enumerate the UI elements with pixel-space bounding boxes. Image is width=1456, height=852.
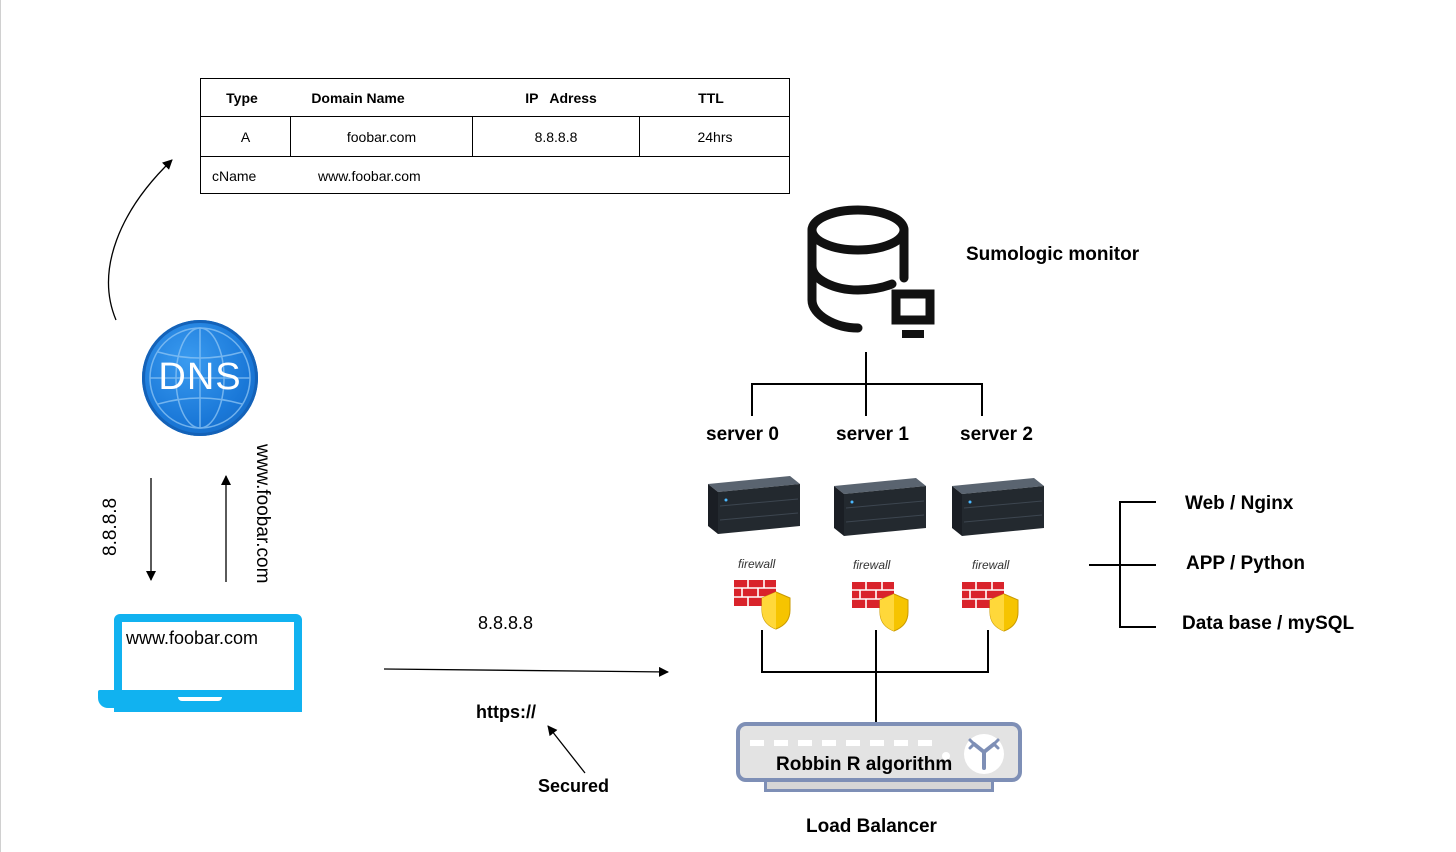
dns-globe-icon: DNS	[142, 320, 258, 436]
header-domain-name: Domain Name	[311, 89, 405, 106]
firewall-2-label: firewall	[972, 558, 1010, 572]
cell-ttl: 24hrs	[697, 128, 733, 145]
dns-request-label: www.foobar.com	[252, 444, 273, 584]
cell-type: cName	[212, 167, 257, 184]
load-balancer-caption: Load Balancer	[806, 816, 937, 837]
lb-algorithm-label: Robbin R algorithm	[776, 754, 953, 775]
secured-arrow	[547, 725, 586, 774]
header-ttl: TTL	[698, 89, 724, 106]
lb-port	[846, 740, 860, 746]
lb-port	[774, 740, 788, 746]
split-arrows-icon	[964, 734, 1004, 774]
laptop-notch	[178, 697, 222, 701]
laptop-url: www.foobar.com	[126, 628, 259, 648]
stack-web: Web / Nginx	[1185, 493, 1294, 514]
request-ip-label: 8.8.8.8	[478, 613, 534, 633]
firewall-0-label: firewall	[738, 557, 776, 571]
server-rack-icon	[952, 478, 1044, 536]
secured-label: Secured	[538, 776, 610, 796]
monitor-label: Sumologic monitor	[966, 244, 1140, 265]
request-arrow	[383, 666, 669, 677]
globe-lines	[149, 327, 251, 429]
header-ip-address: IP Adress	[525, 89, 597, 106]
lb-port	[822, 740, 836, 746]
lb-indicator	[942, 752, 950, 760]
canvas-left-border	[0, 0, 1, 852]
dns-response-label: 8.8.8.8	[100, 497, 121, 556]
dns-to-table-arrow	[107, 159, 173, 321]
dns-label: DNS	[158, 356, 242, 398]
server-rack-icon	[834, 478, 926, 536]
table-row: A foobar.com 8.8.8.8 24hrs	[201, 117, 789, 157]
cell-domain: foobar.com	[291, 117, 473, 156]
load-balancer-base	[764, 780, 994, 792]
table-row: cName www.foobar.com	[201, 157, 789, 194]
database-monitor-icon	[807, 205, 935, 338]
firewall-icon	[852, 582, 909, 632]
server-0-label: server 0	[706, 424, 779, 445]
stack-app: APP / Python	[1186, 553, 1305, 574]
header-type: Type	[226, 89, 258, 106]
table-header-row: Type Domain Name IP Adress TTL	[201, 79, 789, 117]
server-1-label: server 1	[836, 424, 909, 445]
lb-port	[798, 740, 812, 746]
firewall-icon	[734, 580, 791, 630]
server-2-label: server 2	[960, 424, 1033, 445]
stack-database: Data base / mySQL	[1182, 613, 1355, 634]
split-arrows-glyph	[968, 738, 1000, 770]
lb-port	[894, 740, 908, 746]
server-rack-icon	[708, 476, 800, 534]
firewall-icon	[962, 582, 1019, 632]
firewall-1-label: firewall	[853, 558, 891, 572]
dns-record-table: Type Domain Name IP Adress TTL A foobar.…	[200, 78, 790, 194]
load-balancer-icon: Robbin R algorithm	[736, 722, 1022, 782]
cell-domain: www.foobar.com	[318, 167, 421, 184]
cell-type: A	[201, 117, 291, 156]
protocol-label: https://	[476, 702, 536, 722]
lb-port	[870, 740, 884, 746]
lb-port	[918, 740, 932, 746]
lb-port	[750, 740, 764, 746]
cell-ip: 8.8.8.8	[473, 117, 640, 156]
